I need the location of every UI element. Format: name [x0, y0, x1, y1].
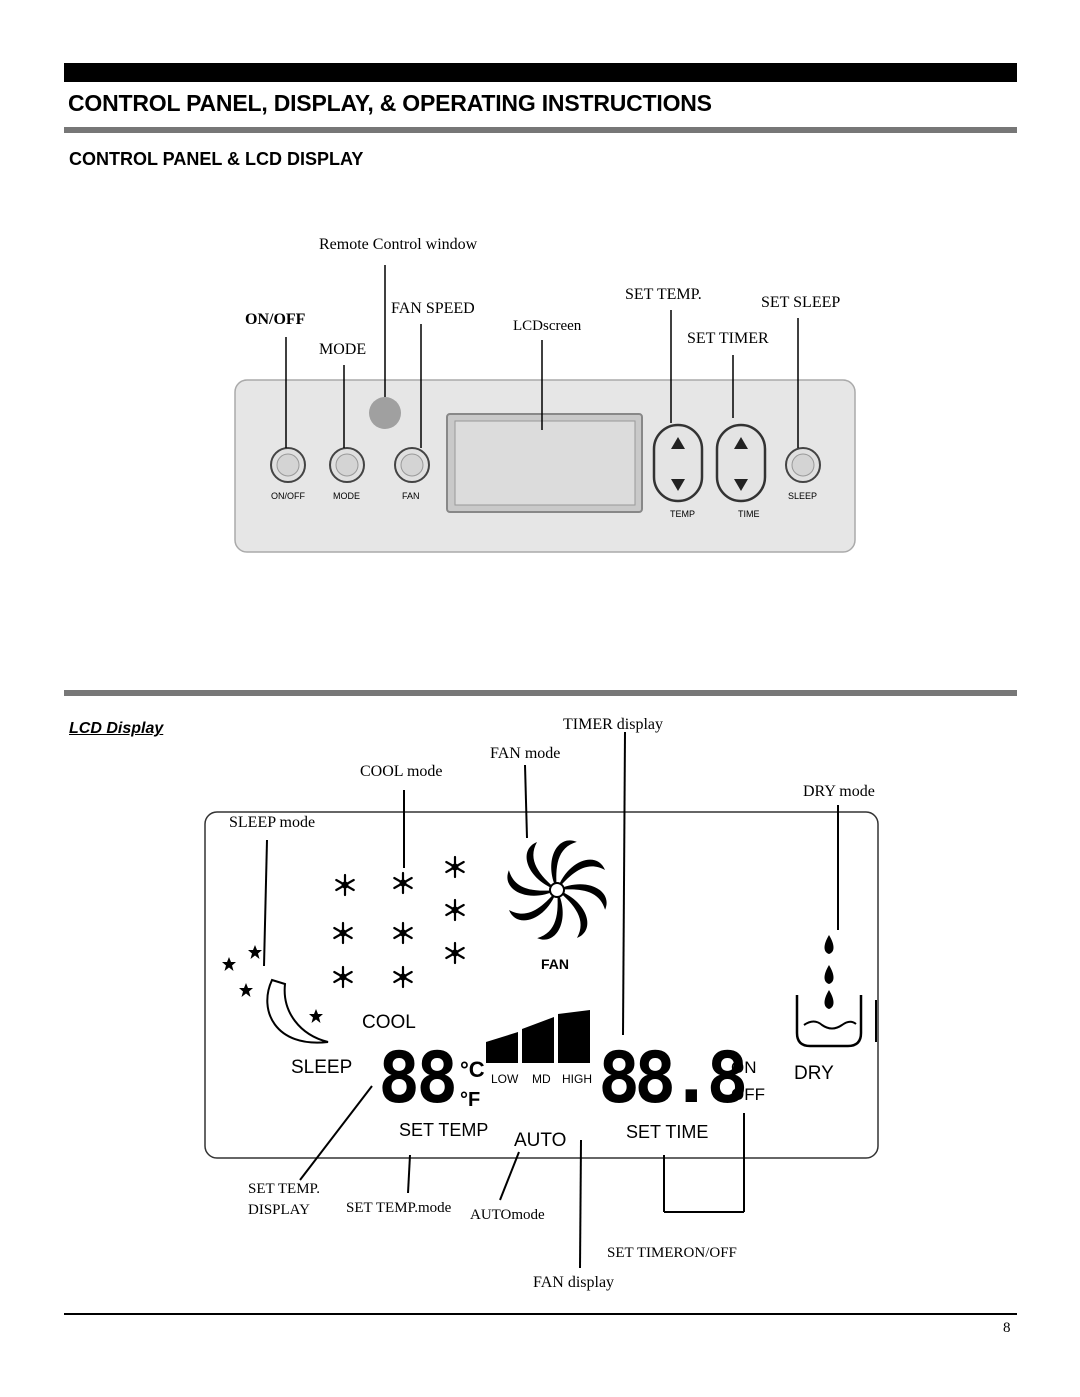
section-title: CONTROL PANEL & LCD DISPLAY [69, 149, 364, 169]
dry-icon [795, 935, 863, 1048]
lcd-display-diagram [204, 731, 879, 1269]
callout-auto-mode: AUTOmode [470, 1207, 545, 1223]
page-title: CONTROL PANEL, DISPLAY, & OPERATING INST… [68, 90, 712, 116]
lcd-md-text: MD [532, 1072, 551, 1086]
callout-mode: MODE [319, 341, 367, 358]
callout-set-temp-display-line2: DISPLAY [248, 1202, 310, 1218]
lcd-dry-text: DRY [794, 1063, 834, 1084]
lcd-on-text: ON [731, 1058, 757, 1077]
control-panel-diagram [234, 265, 856, 553]
lcd-sleep-text: SLEEP [291, 1057, 353, 1078]
button-label-time: TIME [738, 509, 760, 519]
callout-on-off: ON/OFF [245, 311, 306, 328]
button-label-fan: FAN [402, 491, 420, 501]
button-label-mode: MODE [333, 491, 360, 501]
section-rule [64, 690, 1017, 696]
callout-set-temp: SET TEMP. [625, 286, 702, 303]
callout-cool-mode: COOL mode [360, 763, 443, 780]
lcd-cool-text: COOL [362, 1012, 416, 1033]
callout-sleep-mode: SLEEP mode [229, 814, 316, 831]
lcd-deg-c: °C [460, 1057, 485, 1082]
callout-fan-display: FAN display [533, 1274, 615, 1291]
lcd-low-text: LOW [491, 1072, 519, 1086]
button-label-temp: TEMP [670, 509, 696, 519]
sleep-icon [222, 945, 329, 1044]
lcd-outline [204, 811, 879, 1159]
snowflake-icons [333, 855, 465, 989]
fan-speed-bars [486, 1010, 590, 1063]
callout-remote-window: Remote Control window [319, 236, 478, 253]
title-rule [64, 127, 1017, 133]
lcd-display-label: LCD Display [69, 720, 164, 737]
lcd-set-time-text: SET TIME [626, 1122, 709, 1142]
sleep-button [785, 447, 821, 483]
callout-lcd-screen: LCDscreen [513, 318, 582, 334]
mode-button [329, 447, 365, 483]
lcd-auto-text: AUTO [514, 1130, 567, 1151]
temp-rocker-button [652, 423, 704, 503]
callout-fan-mode: FAN mode [490, 745, 561, 762]
lcd-set-temp-text: SET TEMP [399, 1120, 489, 1140]
page-number: 8 [1003, 1320, 1011, 1336]
callout-set-sleep: SET SLEEP [761, 294, 841, 311]
callout-dry-mode: DRY mode [803, 783, 875, 800]
remote-sensor-window [369, 397, 401, 429]
lcd-time-digits: 88.8 [598, 1037, 749, 1119]
lcd-deg-f: °F [460, 1089, 481, 1111]
callout-set-temp-mode: SET TEMP.mode [346, 1200, 452, 1216]
callout-set-timer-onoff: SET TIMERON/OFF [607, 1245, 737, 1261]
header-bar [64, 63, 1017, 82]
callout-set-temp-display-line1: SET TEMP. [248, 1181, 320, 1197]
lcd-high-text: HIGH [562, 1072, 592, 1086]
callout-fan-speed: FAN SPEED [391, 300, 475, 317]
lcd-off-text: OFF [731, 1085, 765, 1104]
callout-set-timer: SET TIMER [687, 330, 769, 347]
time-rocker-button [715, 423, 767, 503]
callout-timer-display: TIMER display [563, 716, 663, 733]
fan-button [394, 447, 430, 483]
fan-icon [507, 840, 607, 940]
on-off-button [270, 447, 306, 483]
button-label-on-off: ON/OFF [271, 491, 305, 501]
lcd-temp-digits: 88 [378, 1037, 458, 1119]
footer-rule [64, 1313, 1017, 1315]
lcd-fan-text: FAN [541, 956, 569, 972]
button-label-sleep: SLEEP [788, 491, 818, 501]
